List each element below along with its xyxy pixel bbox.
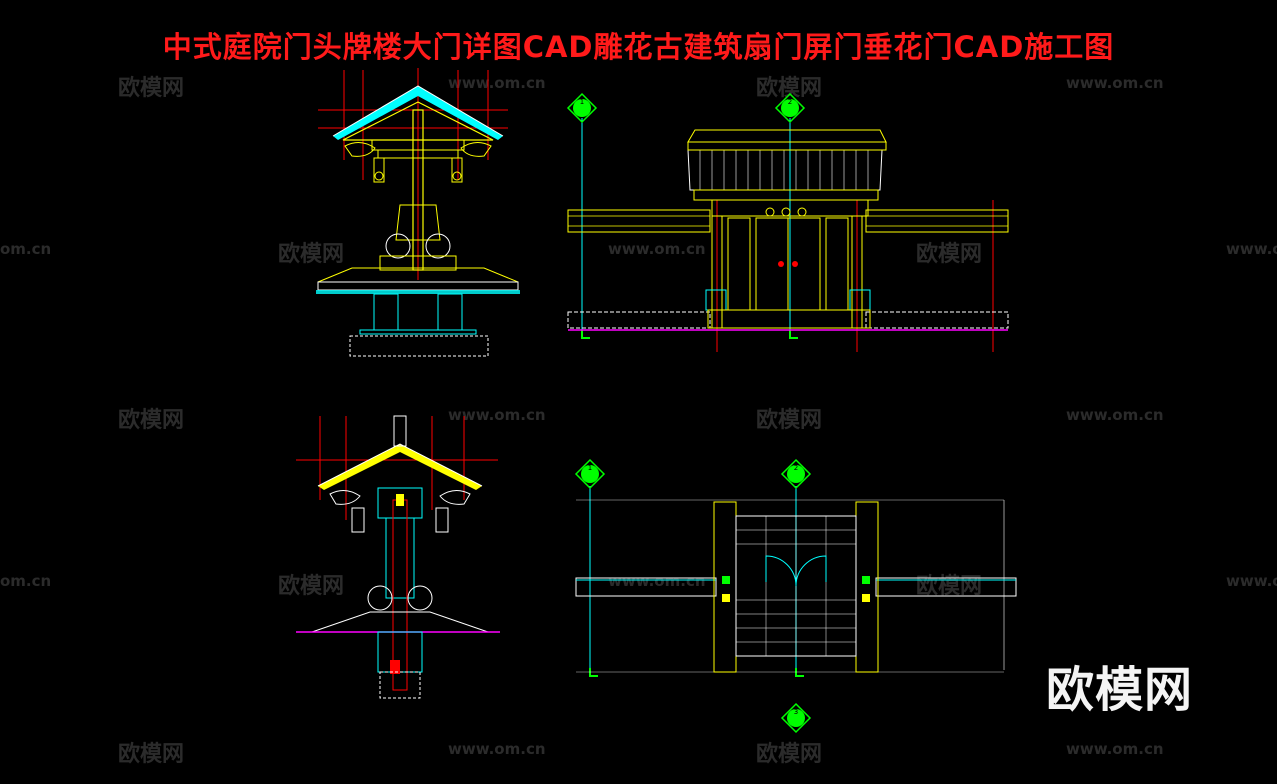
- plan-view: [574, 458, 1017, 734]
- watermark-text: 欧模网: [756, 408, 823, 433]
- front-elevation: [566, 92, 1009, 352]
- watermark-url: www.om.cn: [1226, 572, 1277, 590]
- axis-label: 2: [794, 464, 798, 472]
- watermark-url: www.om.cn: [1066, 406, 1164, 424]
- watermark-text: 欧模网: [756, 742, 823, 767]
- axis-label: 1: [588, 464, 592, 472]
- axis-label: 3: [794, 708, 798, 716]
- watermark-url: om.cn: [0, 240, 52, 258]
- watermark-text: 欧模网: [278, 574, 345, 599]
- watermark-url: om.cn: [0, 572, 52, 590]
- watermark-url: www.om.cn: [1066, 74, 1164, 92]
- watermark-url: www.om.cn: [1066, 740, 1164, 758]
- axis-label: 1: [580, 98, 584, 106]
- site-logo: 欧模网: [1046, 662, 1194, 718]
- watermark-text: 欧模网: [118, 408, 185, 433]
- watermark-url: www.om.cn: [448, 74, 546, 92]
- watermark-text: 欧模网: [756, 76, 823, 101]
- side-section-top: [316, 68, 520, 357]
- watermark-url: www.om.cn: [608, 240, 706, 258]
- watermark-text: 欧模网: [118, 742, 185, 767]
- cross-section: [296, 415, 500, 699]
- drawing-title: 中式庭院门头牌楼大门详图CAD雕花古建筑扇门屏门垂花门CAD施工图: [162, 30, 1115, 64]
- watermark-url: www.om.cn: [448, 406, 546, 424]
- watermark-text: 欧模网: [916, 242, 983, 267]
- watermark-url: www.om.cn: [448, 740, 546, 758]
- watermark-url: www.om.cn: [1226, 240, 1277, 258]
- watermark-text: 欧模网: [118, 76, 185, 101]
- watermark-url: www.om.cn: [608, 572, 706, 590]
- axis-label: 2: [788, 98, 792, 106]
- watermark-text: 欧模网: [278, 242, 345, 267]
